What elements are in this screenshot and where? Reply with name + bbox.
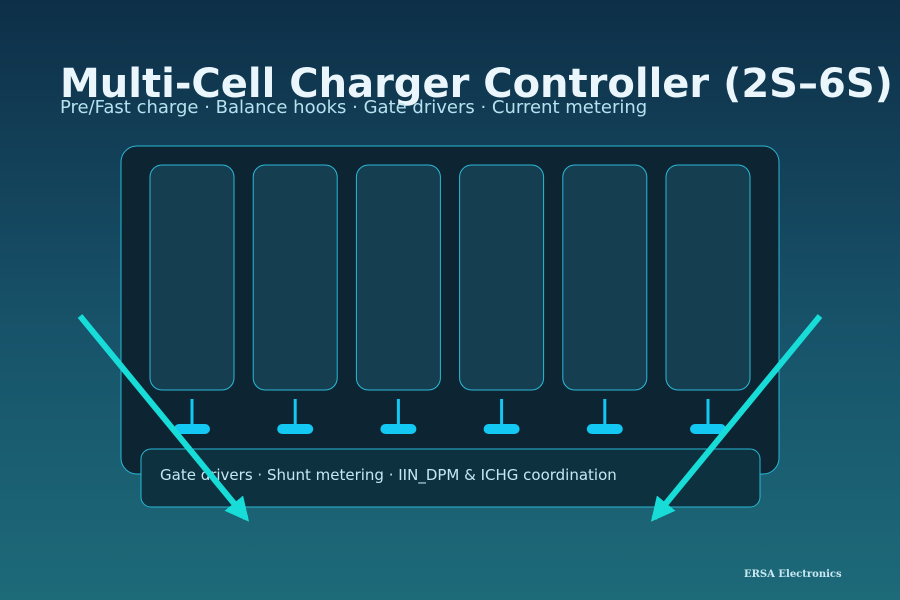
cell-6: [665, 164, 751, 391]
right-input-arrow: [650, 314, 823, 522]
cell-4-terminal-pad: [483, 424, 520, 434]
cell-5: [562, 164, 648, 391]
cell-6-terminal-pad: [690, 424, 726, 434]
diagram-subtitle: Pre/Fast charge · Balance hooks · Gate d…: [60, 97, 648, 118]
cell-5-terminal-pad: [586, 424, 623, 434]
cell-2-terminal-pad: [277, 424, 314, 434]
diagram-title: Multi-Cell Charger Controller (2S–6S): [60, 61, 893, 107]
cell-group: [149, 164, 751, 434]
driver-bus-box: [140, 448, 761, 508]
driver-bus-label: Gate drivers · Shunt metering · IIN_DPM …: [160, 466, 617, 485]
cell-1: [149, 164, 235, 391]
cell-3: [355, 164, 441, 391]
cell-2: [252, 164, 338, 391]
cell-4: [459, 164, 545, 391]
left-input-arrow: [77, 314, 250, 522]
cell-3-terminal-pad: [380, 424, 417, 434]
brand-label: ERSA Electronics: [744, 569, 842, 580]
cell-1-terminal-pad: [174, 424, 210, 434]
